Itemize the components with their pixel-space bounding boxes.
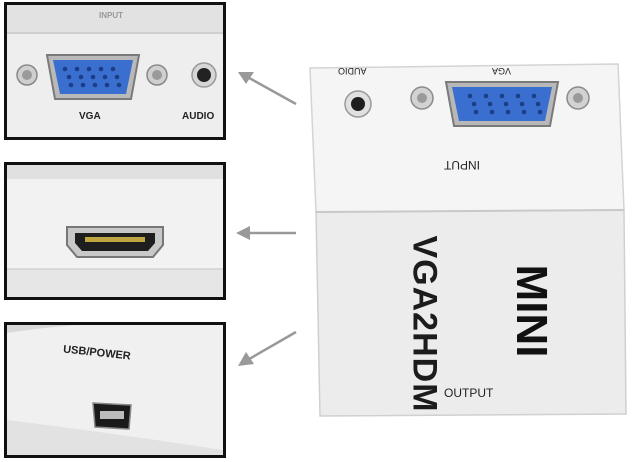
hdmi-port-icon <box>66 226 164 258</box>
arrow-left-icon <box>236 226 296 240</box>
usb-power-closeup-panel: USB/POWER <box>4 322 226 458</box>
arrow-left-icon <box>238 330 297 366</box>
audio-jack-icon <box>344 90 372 118</box>
device-model-label: VGA2HDM <box>405 235 444 413</box>
vga-audio-closeup-graphic <box>7 5 223 137</box>
adapter-device-graphic <box>309 63 627 417</box>
adapter-device: AUDIO VGA INPUT VGA2HDM MINI OUTPUT <box>296 60 638 460</box>
usb-power-closeup-graphic <box>7 325 223 455</box>
hdmi-closeup-panel <box>4 162 226 300</box>
device-output-label: OUTPUT <box>444 386 494 400</box>
screw-icon <box>146 64 168 86</box>
arrow-left-icon <box>238 72 297 106</box>
vga-label: VGA <box>79 111 101 122</box>
vga-port-icon <box>444 81 560 127</box>
device-brand-label: MINI <box>507 264 556 358</box>
device-input-label: INPUT <box>444 158 480 172</box>
screw-icon <box>16 64 38 86</box>
vga-audio-closeup-panel: INPUT VGA AUDIO <box>4 2 226 140</box>
vga-port-icon <box>45 54 141 100</box>
audio-jack-icon <box>191 62 217 88</box>
audio-label: AUDIO <box>182 111 215 122</box>
screw-icon <box>410 86 434 110</box>
vga-panel-header: INPUT <box>99 11 123 20</box>
device-audio-label: AUDIO <box>338 66 367 76</box>
hdmi-closeup-graphic <box>7 165 223 297</box>
device-vga-label: VGA <box>492 66 512 76</box>
screw-icon <box>566 86 590 110</box>
mini-usb-port-icon <box>92 402 132 430</box>
